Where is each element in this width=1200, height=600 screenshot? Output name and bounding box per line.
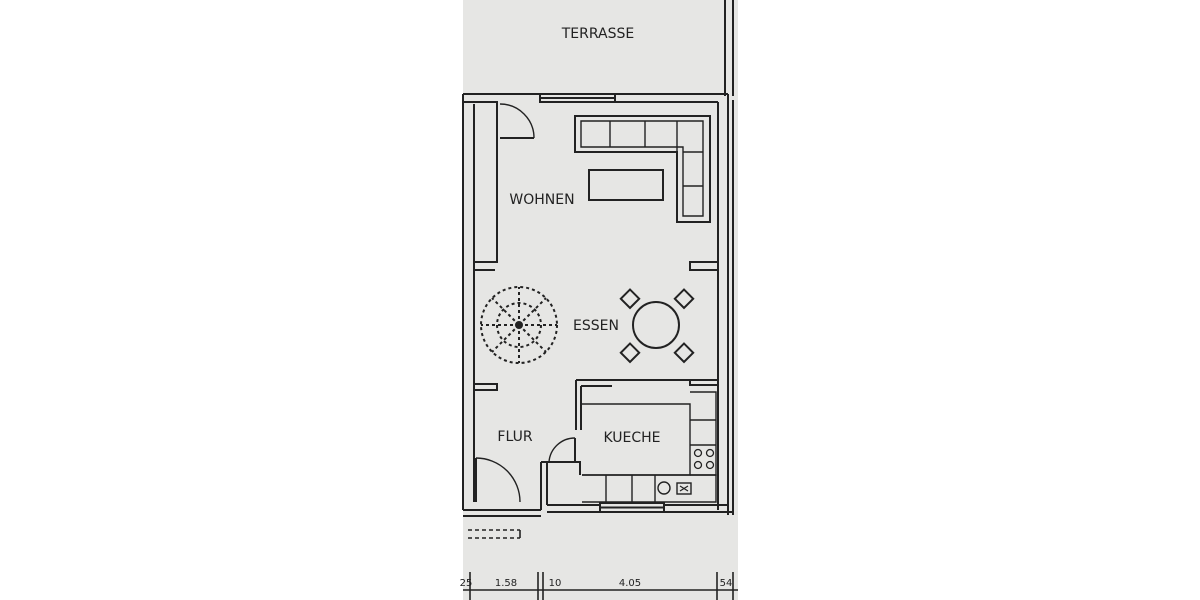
dining-chair: [619, 342, 641, 364]
dimension-label: 10: [549, 578, 562, 589]
dining-chair: [619, 288, 641, 310]
sink-icon: [657, 481, 671, 495]
sofa-outline: [574, 115, 711, 223]
left-pilaster-upper: [474, 101, 498, 263]
hall-label: FLUR: [497, 429, 532, 445]
entry-step: [468, 529, 520, 539]
kitchen-door-swing: [548, 437, 576, 463]
terrace-label: TERRASSE: [561, 26, 634, 42]
sink-drain: [679, 485, 689, 492]
top-wall-left: [463, 93, 540, 103]
bottom-wall-right: [664, 504, 733, 513]
dimension-label: 25: [460, 578, 473, 589]
left-pilaster-lower: [474, 383, 498, 391]
kitchen-label: KUECHE: [603, 430, 660, 446]
floor-plan: TERRASSE WOHNEN ESSEN FLUR KUECHE 25 1.5…: [460, 0, 738, 600]
hall-kitchen-wall: [540, 461, 581, 510]
top-wall-right: [615, 93, 728, 103]
counter-dividers: [690, 419, 716, 446]
kitchen-partition: [575, 379, 690, 430]
dimension-label: 1.58: [495, 578, 517, 589]
coffee-table: [588, 169, 664, 201]
bottom-wall-middle: [547, 504, 600, 513]
counter-cabinet-dividers: [605, 475, 656, 502]
spiral-stair-treads: [481, 287, 557, 363]
right-pilaster-lower: [689, 379, 718, 386]
kitchen-counter-bottom: [582, 474, 717, 503]
dining-chair: [673, 342, 695, 364]
dining-room-label: ESSEN: [573, 318, 619, 334]
sink-basin: [676, 482, 692, 495]
bottom-wall-left: [463, 509, 541, 517]
dining-chair: [673, 288, 695, 310]
stove-burner: [705, 448, 715, 458]
right-pilaster-upper: [689, 261, 718, 271]
dimension-label: 4.05: [619, 578, 641, 589]
stove-burner: [693, 448, 703, 458]
spiral-stair-inner-ring: [496, 302, 542, 348]
front-door-swing: [475, 457, 521, 503]
floor-plan-sheet: TERRASSE WOHNEN ESSEN FLUR KUECHE 25 1.5…: [460, 0, 738, 600]
stove-burner: [705, 460, 715, 470]
living-room-label: WOHNEN: [509, 192, 574, 208]
spiral-stair: [480, 286, 558, 364]
sofa-seat-dividers: [609, 121, 703, 187]
stove-burner: [693, 460, 703, 470]
dimension-ticks: [469, 572, 734, 600]
spiral-stair-post: [515, 321, 523, 329]
entry-door-swing: [499, 103, 535, 139]
dimension-label: 54: [720, 578, 733, 589]
sofa-cushion-line: [580, 120, 704, 217]
dining-table: [632, 301, 680, 349]
